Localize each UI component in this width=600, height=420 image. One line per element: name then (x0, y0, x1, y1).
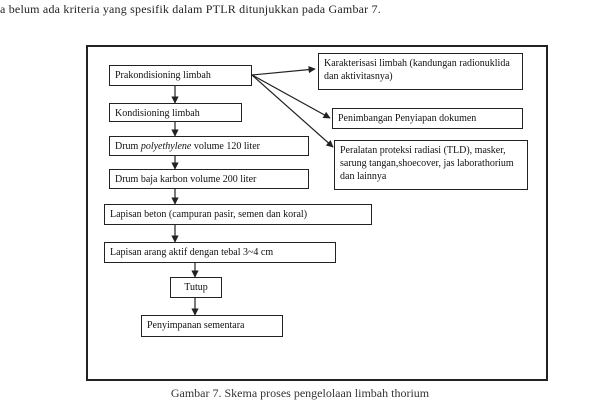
arrow-to-penimbangan (251, 74, 331, 119)
step-lapisan-arang: Lapisan arang aktif dengan tebal 3~4 cm (104, 242, 336, 263)
step-drum-baja: Drum baja karbon volume 200 liter (109, 169, 309, 189)
intro-text: a belum ada kriteria yang spesifik dalam… (0, 2, 381, 16)
arrow-to-karakterisasi (251, 66, 316, 76)
side-penimbangan: Penimbangan Penyiapan dokumen (332, 108, 523, 129)
step-tutup: Tutup (170, 277, 222, 298)
step-lapisan-beton: Lapisan beton (campuran pasir, semen dan… (104, 204, 372, 225)
arrow-to-peralatan (251, 74, 334, 148)
side-karakterisasi: Karakterisasi limbah (kandungan radionuk… (318, 53, 523, 90)
step-kondisioning: Kondisioning limbah (109, 103, 242, 122)
figure-caption: Gambar 7. Skema proses pengelolaan limba… (170, 386, 430, 400)
step-penyimpanan: Penyimpanan sementara (141, 315, 283, 337)
step-drum-polyethylene: Drum polyethylene volume 120 liter (109, 136, 309, 156)
side-peralatan: Peralatan proteksi radiasi (TLD), masker… (334, 140, 528, 190)
diagram-frame (86, 45, 548, 381)
step-prakondisioning: Prakondisioning limbah (109, 65, 252, 86)
